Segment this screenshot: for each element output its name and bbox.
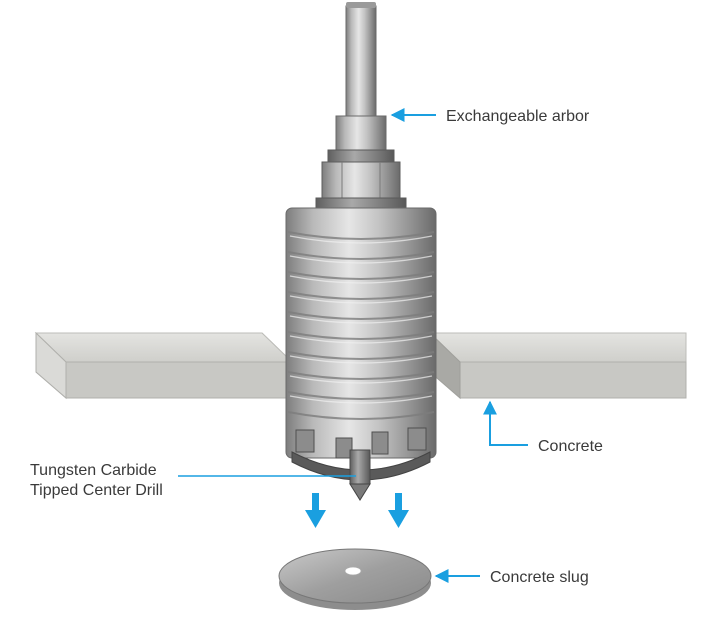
carbide-teeth: [295, 427, 427, 459]
center-drill: [349, 449, 371, 501]
core-bit: [285, 2, 437, 501]
center-drill-label-line2: Tipped Center Drill: [30, 482, 163, 499]
hex-nut: [321, 161, 401, 203]
down-arrows: [305, 493, 409, 528]
center-drill-label-line1: Tungsten Carbide: [30, 462, 157, 479]
hex-shank: [345, 5, 377, 119]
concrete-block: [34, 331, 687, 400]
slug-label: Concrete slug: [490, 569, 589, 586]
concrete-slug: [278, 548, 432, 610]
concrete-callout-arrow: [483, 400, 528, 446]
arbor-label: Exchangeable arbor: [446, 108, 590, 125]
callouts: [178, 108, 528, 583]
down-arrow-left-icon: [305, 493, 326, 528]
core-barrel: [285, 207, 437, 459]
concrete-label: Concrete: [538, 438, 603, 455]
down-arrow-right-icon: [388, 493, 409, 528]
